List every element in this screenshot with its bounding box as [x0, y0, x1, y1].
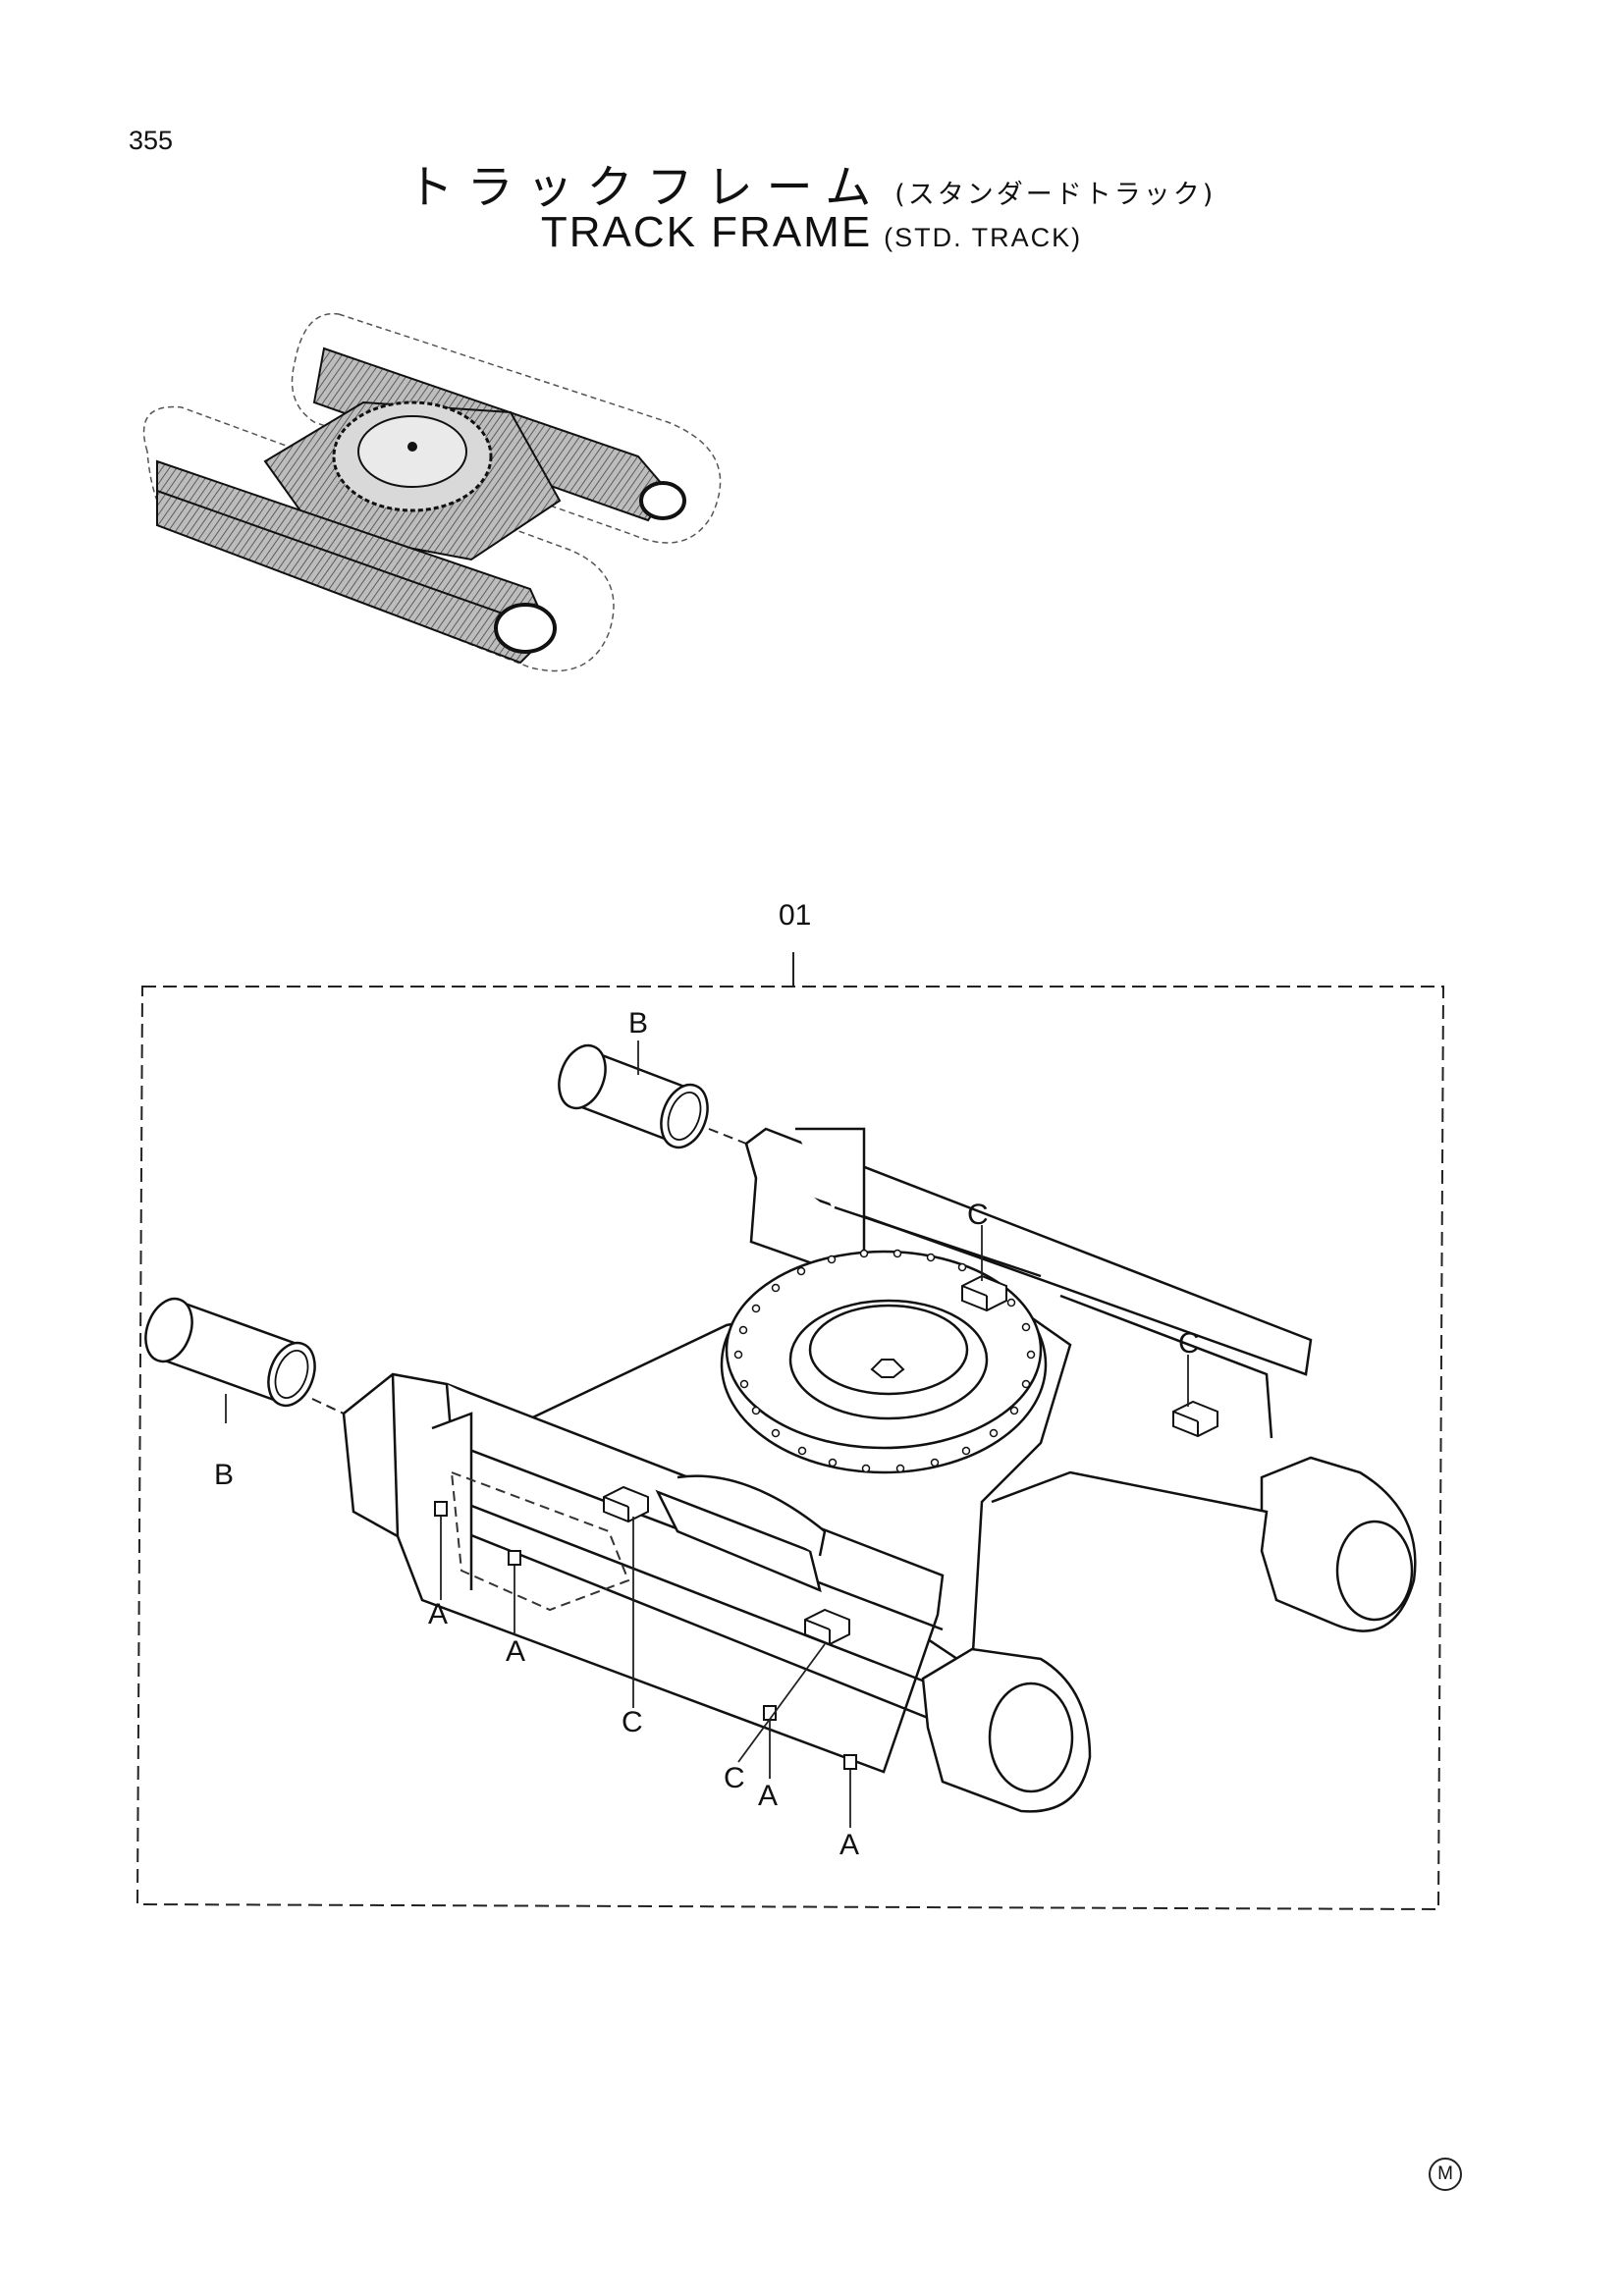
callout-c-front-1: C	[622, 1706, 643, 1738]
callout-c-rear-left: C	[967, 1199, 989, 1231]
rear-idler-bore	[639, 481, 686, 520]
inner-tube-hidden	[450, 1470, 630, 1612]
rear-track-outline	[291, 312, 722, 544]
callout-c-front-2: C	[724, 1762, 745, 1794]
mount-pad-c2	[804, 1608, 850, 1646]
mount-pad-c4	[1172, 1400, 1218, 1438]
manufacturer-mark: M	[1429, 2158, 1462, 2191]
rear-side-frame-body	[744, 1127, 1417, 1632]
page-number: 355	[129, 126, 174, 155]
title-jp-sub: (スタンダードトラック)	[894, 180, 1217, 210]
part-number-label: 01	[779, 899, 812, 932]
title-en-sub: (STD. TRACK)	[884, 223, 1083, 252]
front-track-outline	[142, 405, 615, 672]
front-idler-bore	[494, 603, 557, 654]
overview-illustration	[142, 312, 722, 672]
callout-c-rear-right: C	[1178, 1327, 1200, 1360]
title-en-main: TRACK FRAME	[540, 208, 873, 256]
callout-a-2: A	[506, 1635, 526, 1668]
callout-b-lower: B	[214, 1459, 235, 1491]
callout-a-1: A	[428, 1598, 449, 1630]
callout-a-4: A	[839, 1829, 860, 1861]
mount-pad-c1	[603, 1485, 649, 1523]
mount-pad-c3	[961, 1274, 1007, 1312]
title-jp-main: トラックフレーム	[406, 161, 886, 215]
page-title-english: TRACK FRAME (STD. TRACK)	[0, 208, 1623, 257]
bushing-lower	[144, 1297, 316, 1408]
callout-b-upper: B	[628, 1007, 649, 1040]
front-idler-yoke	[921, 1647, 1092, 1813]
callout-leaders	[440, 1225, 1189, 1828]
assembly-boundary	[135, 986, 1445, 1911]
front-idler-bore	[988, 1682, 1074, 1793]
front-side-frame-body	[342, 1372, 945, 1774]
callout-a-3: A	[758, 1780, 779, 1812]
rear-idler-bore	[1335, 1520, 1414, 1622]
page-title-japanese: トラックフレーム (スタンダードトラック)	[0, 149, 1623, 217]
bushing-upper	[558, 1043, 709, 1149]
